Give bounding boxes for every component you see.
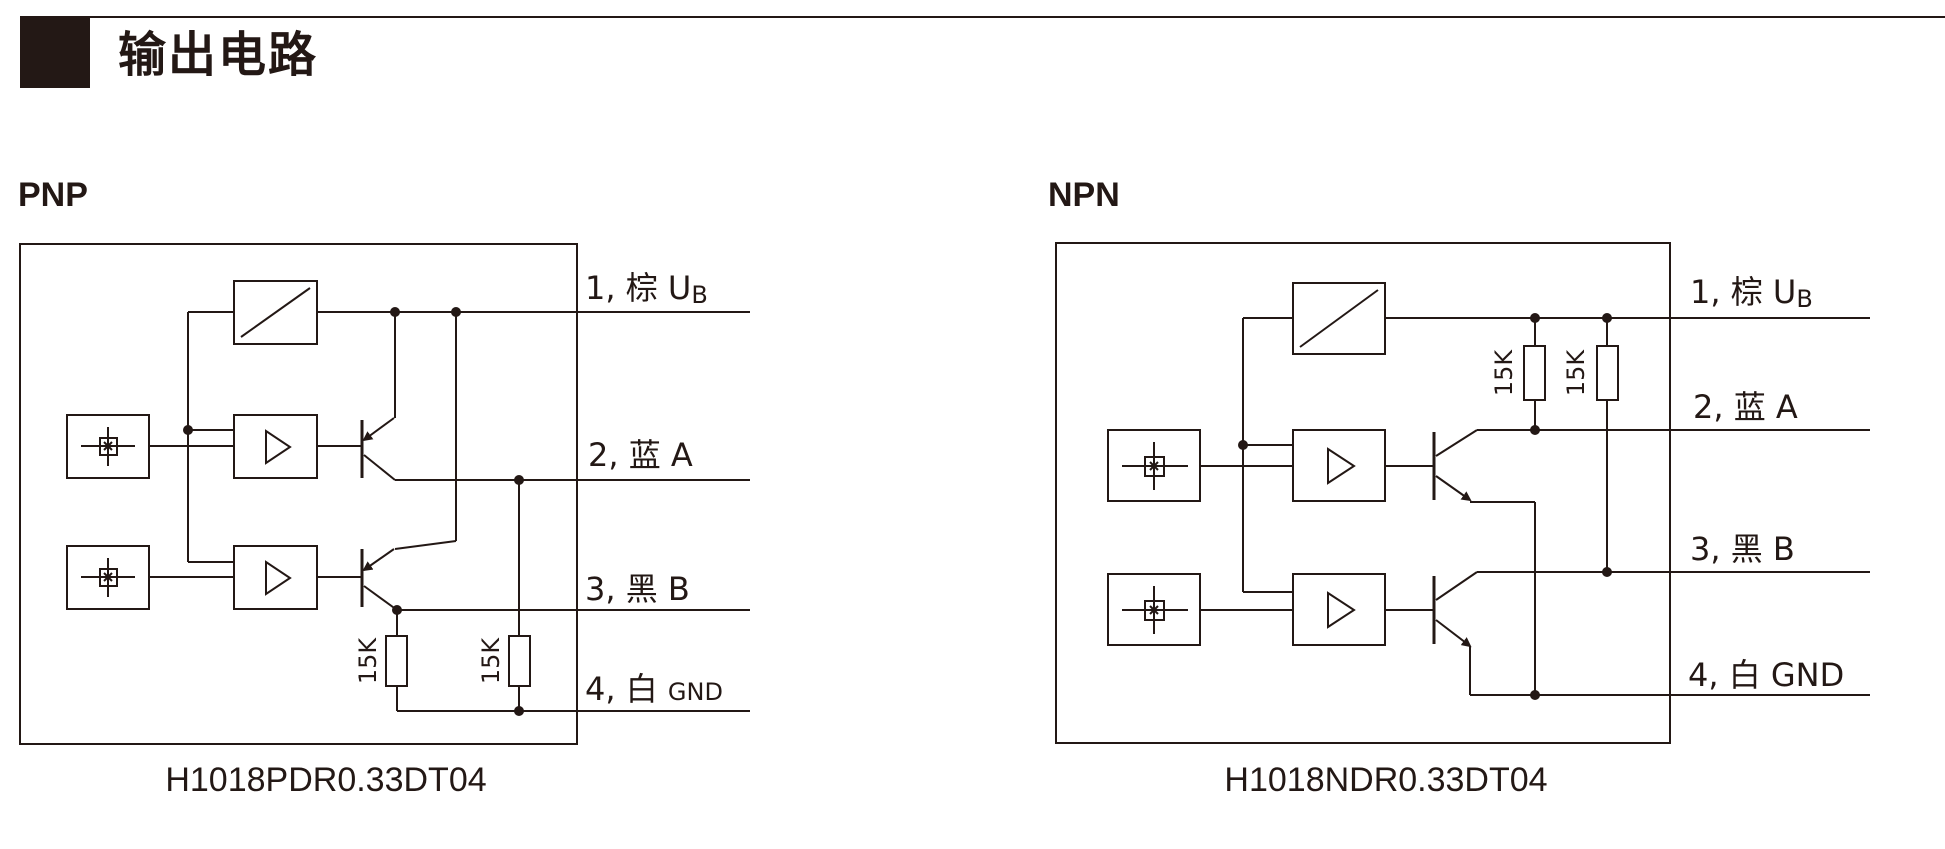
pnp-label: PNP [18,176,88,214]
pnp-pin3-label: 3, 黑 B [585,570,690,608]
npn-pin1-label: 1, 棕 UB [1690,273,1813,313]
npn-junctions [1238,313,1612,700]
pnp-circuit [19,243,750,745]
pnp-amp-2-triangle [265,560,292,596]
npn-t1-collector [1435,429,1478,457]
pnp-r1-label: 15K [354,637,382,685]
npn-regulator-slash [1299,289,1379,348]
npn-pin2-label: 2, 蓝 A [1693,388,1798,426]
section-title: 输出电路 [118,29,319,82]
pnp-enclosure [19,243,578,745]
pnp-regulator-slash [240,287,311,338]
npn-amp-2-triangle [1327,591,1356,629]
pnp-amp-1-triangle [265,429,292,465]
pnp-t2-emitter [362,548,395,572]
pnp-amp-1 [233,414,318,479]
top-rule [20,16,1945,18]
npn-model-label: H1018NDR0.33DT04 [1224,761,1548,799]
npn-t2-emitter [1435,619,1472,648]
pnp-pin2-label: 2, 蓝 A [588,436,693,474]
npn-amp-1-triangle [1327,447,1356,485]
npn-r1-label: 15K [1490,349,1518,397]
npn-sensor-1 [1107,429,1201,502]
npn-pin4-label: 4, 白 GND [1688,656,1844,694]
npn-amp-2 [1292,573,1386,646]
npn-resistor-2 [1596,345,1619,401]
npn-sensor-2 [1107,573,1201,646]
npn-r2-label: 15K [1562,349,1590,397]
npn-label: NPN [1048,176,1120,214]
pnp-t1-collector [363,454,396,481]
npn-circuit [1055,242,1870,744]
npn-amp-1 [1292,429,1386,502]
pnp-t2-collector [363,585,398,611]
npn-enclosure [1055,242,1671,744]
pnp-pin4-label: 4, 白 GND [585,670,723,708]
pnp-r2-label: 15K [477,637,505,685]
pnp-model-label: H1018PDR0.33DT04 [165,761,487,799]
pnp-sensor-2 [66,545,150,610]
pnp-sensor-1 [66,414,150,479]
pnp-resistor-2 [508,635,531,687]
npn-t2-collector [1435,571,1478,601]
title-block [20,18,90,88]
pnp-t2-emitter-top [394,540,457,550]
npn-resistor-1 [1523,345,1546,401]
npn-pin3-label: 3, 黑 B [1690,530,1795,568]
npn-t1-emitter [1435,475,1472,502]
pnp-amp-2 [233,545,318,610]
pnp-t1-emitter [362,417,395,442]
pnp-resistor-1 [385,635,408,687]
pnp-junctions [183,307,524,716]
pnp-pin1-label: 1, 棕 UB [585,269,708,309]
